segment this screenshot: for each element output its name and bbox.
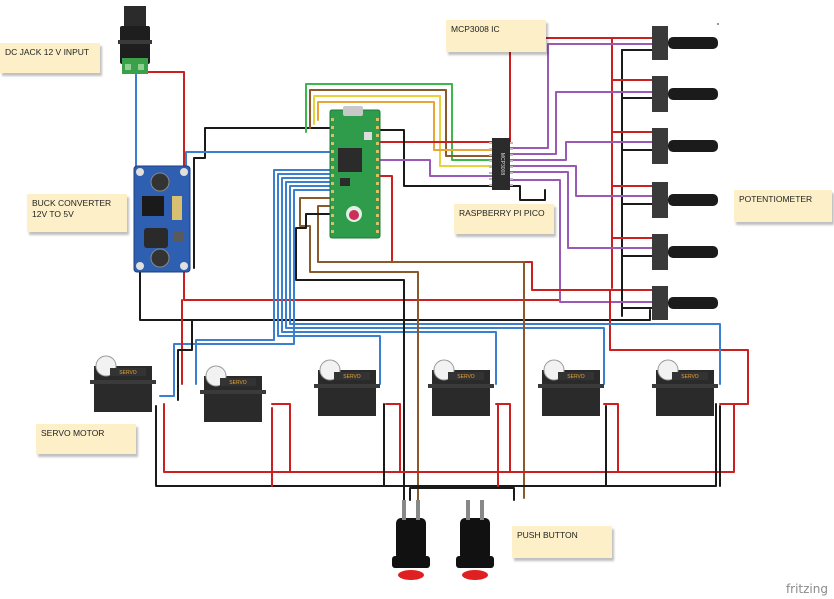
potentiometer: [652, 286, 718, 320]
potentiometer: [652, 23, 719, 60]
note-mcp: MCP3008 IC: [446, 20, 546, 52]
wire-signal-5: [289, 185, 721, 385]
wire-red-pico-right: [379, 175, 749, 405]
mcp-chip-text: MCP3008: [499, 153, 505, 175]
wire-mcp-pot-4: [509, 165, 656, 197]
note-mcp-text: MCP3008 IC: [451, 24, 500, 34]
wire-servo-black-bus: [155, 403, 717, 487]
wire-mcp-pot-1: [509, 43, 656, 149]
servo-brand: SERVO: [343, 374, 361, 380]
servo-brand: SERVO: [457, 374, 475, 380]
wire-button-black-2: [409, 487, 515, 501]
wire-mcp-pot-3: [509, 141, 656, 161]
note-pico-text: RASPBERRY PI PICO: [459, 208, 545, 218]
note-push-button-text: PUSH BUTTON: [517, 530, 578, 540]
wire-brown-loop: [309, 89, 493, 157]
servo-motor: SERVO: [314, 359, 380, 416]
wire-button-black-1: [295, 213, 405, 501]
servo-motor: SERVO: [200, 365, 266, 422]
wire-mcp-pot-6: [509, 179, 656, 303]
mcp3008-chip: MCP3008: [489, 138, 513, 190]
wire-orange-loop: [317, 101, 493, 151]
fritzing-watermark: fritzing: [785, 582, 828, 596]
wire-buck-black-up: [193, 127, 331, 269]
note-potentiometer-text: POTENTIOMETER: [739, 194, 813, 204]
wire-pico-mcp-black: [379, 129, 493, 187]
wire-signal-1: [195, 169, 331, 385]
wire-servo-red-bus: [163, 403, 735, 473]
wire-buck-blue-up: [185, 151, 331, 259]
servo-motor: SERVO: [428, 359, 494, 416]
wire-buck-black-main: [139, 267, 651, 321]
servo-brand: SERVO: [567, 374, 585, 380]
wire-mcp-pot-2: [509, 91, 656, 155]
potentiometer: [652, 128, 718, 164]
potentiometer: [652, 182, 718, 218]
wire-signal-2: [277, 173, 381, 385]
raspberry-pi-pico: [329, 106, 381, 239]
note-dc-jack: DC JACK 12 V INPUT: [0, 43, 100, 73]
note-servo-text: SERVO MOTOR: [41, 428, 105, 438]
note-push-button: PUSH BUTTON: [512, 526, 612, 558]
dc-jack: [118, 6, 152, 74]
wire-button-brown-2: [317, 205, 525, 499]
note-buck: BUCK CONVERTER 12V TO 5V: [27, 194, 127, 232]
potentiometer: [652, 234, 718, 270]
potentiometer: [652, 76, 718, 112]
servo-motor: SERVO: [652, 359, 718, 416]
wire-signal-4: [285, 181, 605, 385]
wire-pico-mcp-purple: [379, 159, 493, 177]
note-pico: RASPBERRY PI PICO: [454, 204, 554, 234]
wire-yellow-loop: [313, 95, 493, 167]
push-button: [456, 500, 494, 580]
servo-motor: SERVO: [538, 359, 604, 416]
servo-motor: SERVO: [90, 355, 156, 412]
note-potentiometer: POTENTIOMETER: [734, 190, 832, 222]
wire-signal-3: [281, 177, 497, 385]
wire-mcp-pot-5: [509, 171, 656, 249]
servo-motors: SERVO SERVO SERVO SERVO: [90, 355, 718, 422]
potentiometers: [652, 23, 719, 320]
note-buck-text: BUCK CONVERTER 12V TO 5V: [32, 198, 112, 219]
servo-brand: SERVO: [229, 380, 247, 386]
wire-red-to-pots: [509, 37, 656, 143]
wire-button-brown-1: [299, 197, 419, 501]
note-servo: SERVO MOTOR: [36, 424, 136, 454]
wire-dc-red: [137, 71, 185, 173]
wire-signal-6: [159, 189, 331, 397]
note-dc-jack-text: DC JACK 12 V INPUT: [5, 47, 90, 57]
push-buttons: [392, 500, 494, 580]
wire-mcp-black: [509, 185, 546, 201]
servo-brand: SERVO: [681, 374, 699, 380]
buck-converter: [133, 165, 191, 273]
push-button: [392, 500, 430, 580]
wire-green-loop: [305, 83, 493, 161]
servo-brand: SERVO: [119, 370, 137, 376]
